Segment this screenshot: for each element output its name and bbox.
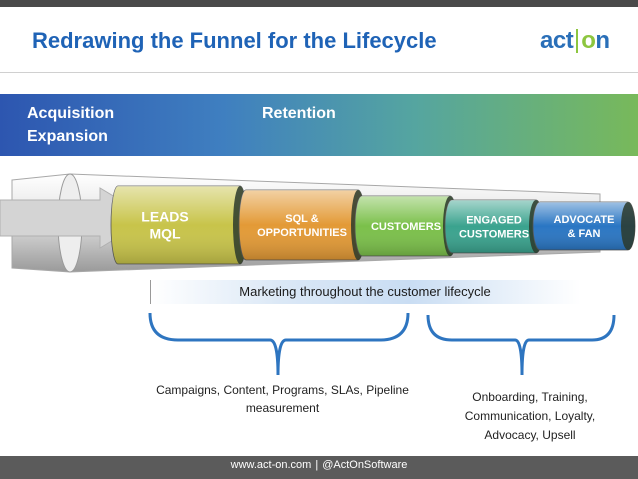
slide-title: Redrawing the Funnel for the Lifecycle: [32, 28, 437, 53]
retention-note: Onboarding, Training, Communication, Loy…: [464, 390, 596, 442]
footer-url[interactable]: www.act-on.com: [230, 459, 312, 471]
banner-left-labels: Acquisition Expansion: [27, 102, 114, 148]
marketing-bar-text: Marketing throughout the customer lifecy…: [239, 284, 491, 299]
funnel-stage-2: SQL & OPPORTUNITIES: [238, 189, 366, 261]
funnel-stage-5-label: ADVOCATE: [554, 214, 615, 226]
funnel-stage-4-label: ENGAGED: [466, 214, 522, 226]
funnel-stage-5: ADVOCATE & FAN: [532, 201, 636, 251]
footer: www.act-on.com|@ActOnSoftware: [0, 459, 638, 471]
marketing-bar: [150, 280, 581, 304]
funnel-stage-3-label: CUSTOMERS: [371, 221, 441, 233]
logo-act-text: act: [540, 27, 574, 54]
logo-divider: [576, 29, 579, 53]
top-strip: [0, 0, 638, 7]
funnel-stage-1-label: LEADS: [141, 208, 188, 224]
funnel-stage-4-label: CUSTOMERS: [459, 228, 529, 240]
footer-bar: [0, 456, 638, 479]
logo-on-text: on: [581, 27, 610, 54]
funnel-stage-5-label: & FAN: [568, 228, 601, 240]
retention-label: Retention: [262, 105, 336, 122]
lifecycle-banner: [0, 94, 638, 156]
title-divider: [0, 72, 638, 73]
expansion-label: Expansion: [27, 128, 108, 145]
acquisition-label: Acquisition: [27, 105, 115, 122]
acquisition-note: Campaigns, Content, Programs, SLAs, Pipe…: [156, 383, 409, 415]
funnel-stage-4: ENGAGED CUSTOMERS: [444, 199, 544, 254]
braces: [148, 312, 616, 376]
left-brace: [148, 312, 410, 376]
funnel-stage-2-label: OPPORTUNITIES: [257, 227, 347, 239]
footer-handle[interactable]: @ActOnSoftware: [322, 459, 408, 471]
footer-separator: |: [315, 459, 319, 471]
funnel-stage-2-label: SQL &: [285, 213, 318, 225]
right-brace: [426, 314, 616, 376]
funnel-stage-1-label: MQL: [149, 225, 181, 241]
funnel-stage-3: CUSTOMERS: [354, 195, 458, 257]
act-on-logo: act on: [540, 26, 610, 56]
